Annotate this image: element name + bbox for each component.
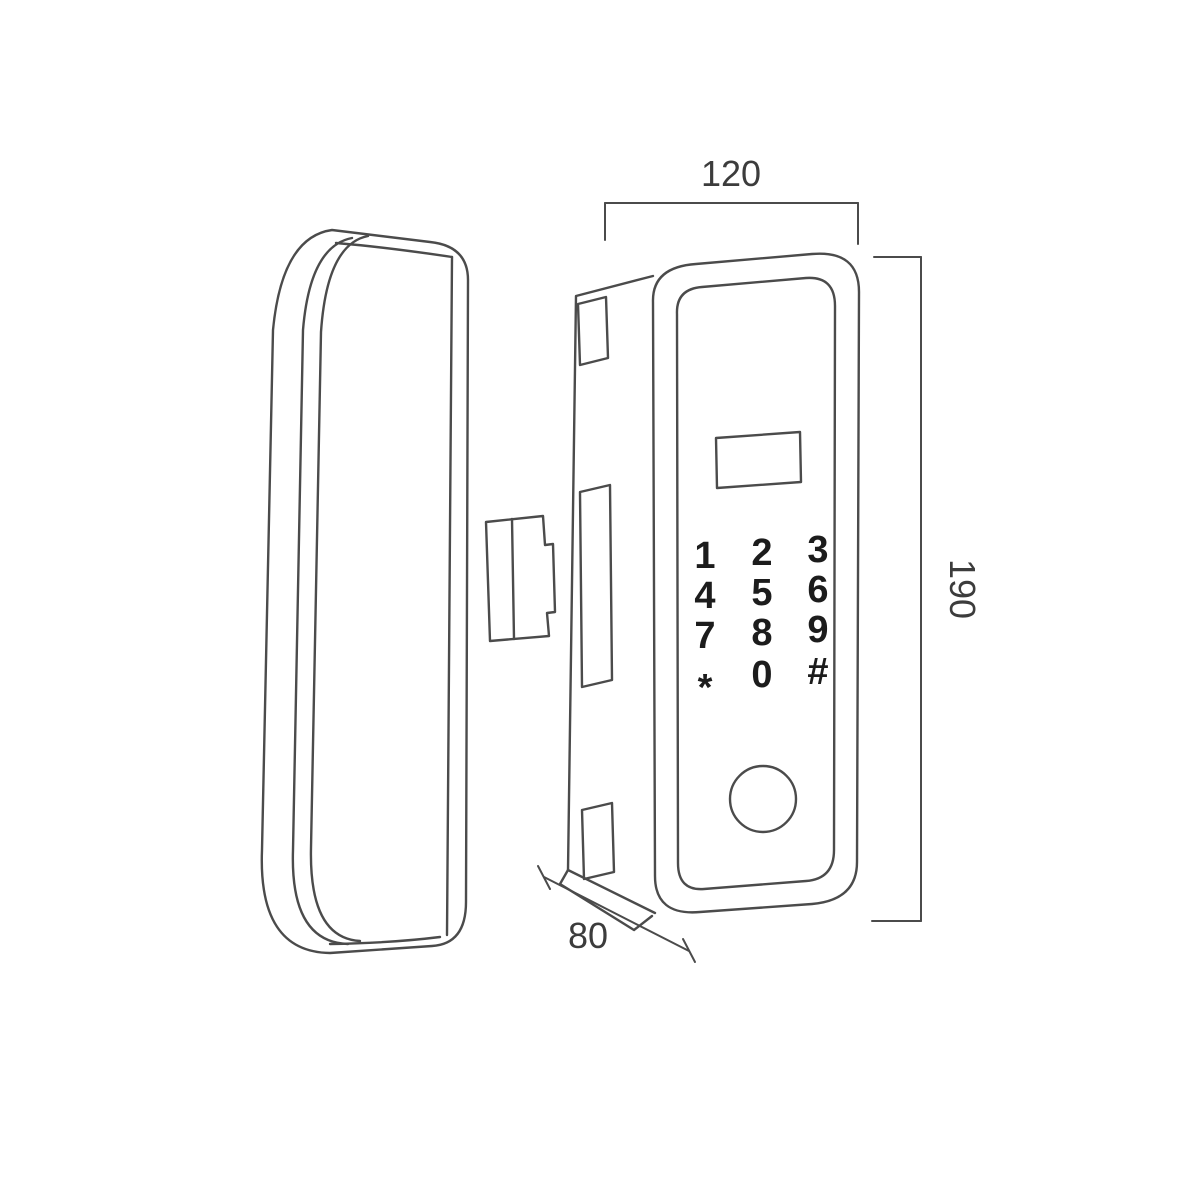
latch-connector [484, 514, 557, 643]
latch-step-line [510, 517, 516, 641]
rear-unit-left-seam-inner [309, 234, 370, 943]
rear-unit [260, 228, 470, 955]
keypad-key-8: 8 [751, 612, 772, 654]
depth-dim-line [543, 876, 690, 952]
dimension-labels: 120 190 80 [568, 153, 983, 956]
keypad: 1 2 3 4 5 6 7 8 9 * 0 # [694, 529, 828, 709]
keypad-key-5: 5 [751, 572, 772, 614]
width-dimension-label: 120 [701, 153, 761, 194]
side-cutout-middle [578, 483, 614, 689]
keypad-key-0: 0 [751, 654, 772, 696]
depth-dimension-label: 80 [568, 915, 608, 956]
keypad-key-star: * [698, 667, 713, 709]
keypad-key-7: 7 [694, 615, 715, 657]
keypad-key-4: 4 [694, 575, 715, 617]
dimension-lines [537, 202, 922, 963]
keypad-key-3: 3 [807, 529, 828, 571]
keypad-key-6: 6 [807, 569, 828, 611]
main-unit-inner-panel [675, 276, 837, 891]
lcd-display [714, 430, 803, 490]
rear-unit-outline [260, 228, 470, 955]
main-unit-front-face [651, 252, 861, 914]
rear-unit-bottom-edge [328, 935, 442, 946]
rear-unit-left-seam-outer [291, 236, 354, 946]
keypad-key-9: 9 [807, 609, 828, 651]
main-unit-bottom-strip [558, 868, 654, 932]
keypad-key-2: 2 [751, 532, 772, 574]
rear-unit-right-edge [445, 255, 454, 937]
keypad-key-hash: # [807, 651, 828, 693]
side-cutout-top [576, 295, 610, 367]
keypad-key-1: 1 [694, 535, 715, 577]
latch-outline [484, 514, 557, 643]
depth-dim-tick-right [682, 938, 696, 963]
main-unit [558, 252, 861, 932]
main-unit-side-face [566, 274, 657, 915]
height-dimension-label: 190 [942, 559, 983, 619]
depth-dim-tick-left [537, 865, 551, 890]
round-button [728, 764, 798, 834]
rear-unit-top-edge [334, 241, 454, 259]
side-cutout-bottom [580, 801, 616, 881]
